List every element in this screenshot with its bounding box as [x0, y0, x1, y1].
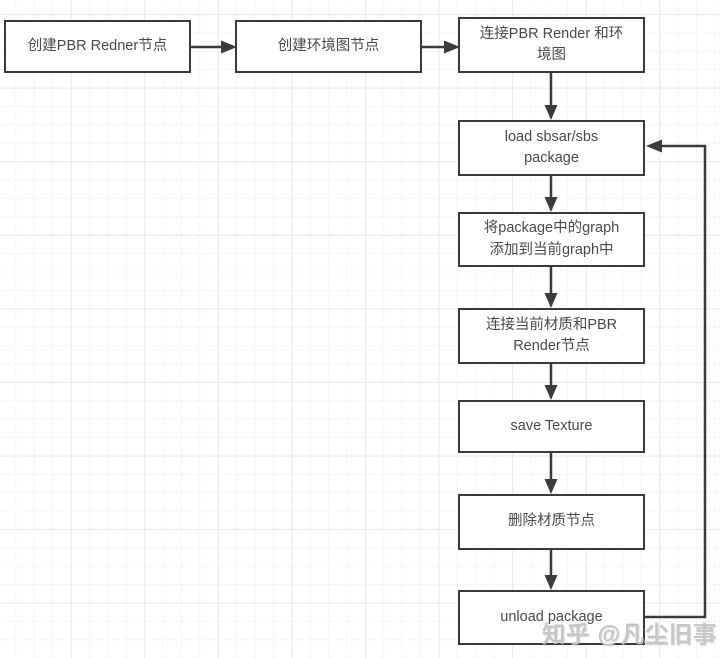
arrowhead-right-1 — [221, 40, 237, 54]
flow-node-create-env-map-node: 创建环境图节点 — [235, 20, 422, 73]
flow-node-unload-package: unload package — [458, 590, 645, 645]
arrowhead-down-5 — [544, 479, 558, 494]
arrowhead-right-2 — [444, 40, 460, 54]
flow-node-connect-material-pbr: 连接当前材质和PBR Render节点 — [458, 308, 645, 364]
flow-node-delete-material-node: 删除材质节点 — [458, 494, 645, 550]
connector-unload-to-load-feedback — [645, 144, 707, 619]
flow-node-connect-pbr-env: 连接PBR Render 和环 境图 — [458, 17, 645, 73]
arrowhead-down-1 — [544, 105, 558, 120]
arrowhead-down-6 — [544, 575, 558, 590]
arrowhead-down-2 — [544, 197, 558, 212]
arrowhead-down-3 — [544, 293, 558, 308]
arrowhead-down-4 — [544, 385, 558, 400]
flow-node-load-package: load sbsar/sbs package — [458, 120, 645, 176]
flow-node-add-graph-to-current: 将package中的graph 添加到当前graph中 — [458, 212, 645, 267]
flow-node-create-pbr-render-node: 创建PBR Redner节点 — [4, 20, 191, 73]
arrowhead-left-feedback — [646, 139, 662, 153]
flow-node-save-texture: save Texture — [458, 400, 645, 453]
